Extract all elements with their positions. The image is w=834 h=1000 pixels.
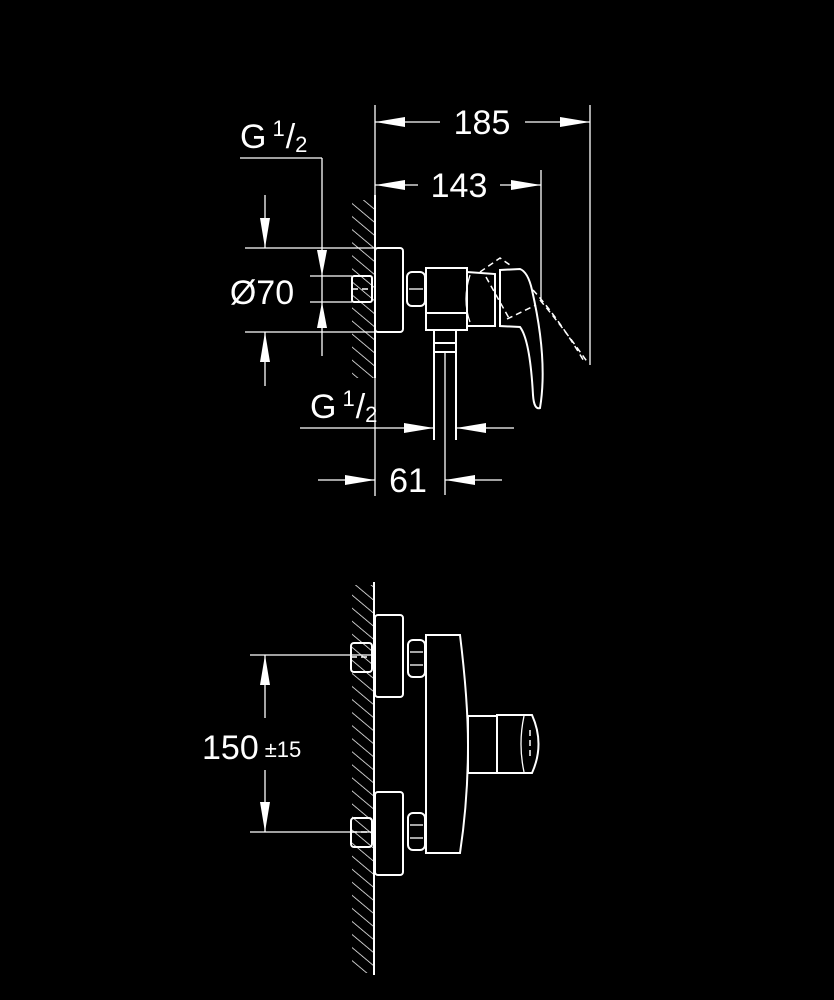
svg-text:150±15: 150±15 — [202, 729, 301, 767]
outlet-connector — [433, 329, 457, 353]
dimension-143: 143 — [375, 167, 542, 300]
valve-body-front — [425, 634, 470, 854]
dimension-143-label: 143 — [431, 167, 488, 205]
valve-body — [425, 267, 468, 331]
wall-rosette — [374, 247, 404, 333]
lever-handle — [499, 267, 544, 410]
dimension-185: 185 — [374, 104, 591, 365]
svg-text:G1/2: G1/2 — [310, 386, 377, 427]
dimension-diameter-70-label: Ø70 — [230, 274, 294, 312]
lever-cap — [496, 714, 540, 774]
dimension-61-label: 61 — [389, 462, 427, 500]
dimension-diameter-70: Ø70 — [230, 195, 375, 386]
wall-hatching — [352, 585, 374, 973]
dimension-150-label: 150 — [202, 729, 259, 767]
dimension-150: 150±15 — [202, 654, 372, 833]
dimension-61: 61 — [318, 378, 502, 500]
dimension-185-label: 185 — [454, 104, 511, 142]
mixer-side-profile — [351, 247, 589, 495]
front-view: 150±15 — [202, 582, 540, 975]
cartridge-stem — [467, 715, 498, 774]
dimension-tolerance-label: ±15 — [265, 737, 302, 762]
cartridge-cover — [466, 270, 496, 327]
svg-text:G1/2: G1/2 — [240, 116, 307, 157]
